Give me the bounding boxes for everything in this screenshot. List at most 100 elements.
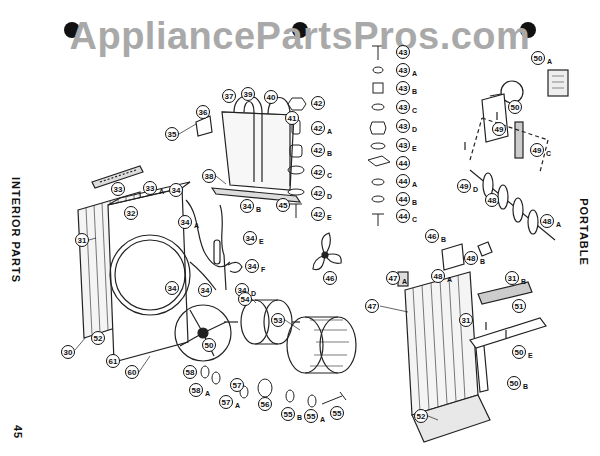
callout-suffix: B (412, 88, 417, 96)
callout-number: 55 (330, 406, 344, 420)
callout-suffix: A (194, 222, 199, 230)
callout-suffix: E (528, 352, 533, 360)
callout-suffix: B (523, 383, 528, 391)
callout-suffix: C (412, 216, 417, 224)
callout-number: 50 (531, 51, 545, 65)
callout-number: 31 (505, 271, 519, 285)
callout-suffix: F (261, 266, 265, 274)
page-number: 45 (12, 425, 24, 439)
callout-number: 36 (196, 105, 210, 119)
callout-number: 43 (396, 138, 410, 152)
callout-suffix: A (402, 278, 407, 286)
callout-number: 50 (508, 100, 522, 114)
callout-number: 51 (512, 299, 526, 313)
callout-number: 50 (512, 345, 526, 359)
callout-number: 34 (245, 259, 259, 273)
callout-number: 43 (396, 119, 410, 133)
callout-number: 52 (414, 409, 428, 423)
callout-number: 34 (165, 281, 179, 295)
callout-number: 53 (271, 313, 285, 327)
callout-suffix: B (412, 199, 417, 207)
callout-number: 54 (238, 292, 252, 306)
callout-number: 46 (425, 229, 439, 243)
callout-number: 44 (396, 156, 410, 170)
callout-number: 50 (202, 338, 216, 352)
callout-number: 39 (241, 87, 255, 101)
callout-number: 48 (464, 251, 478, 265)
callout-number: 46 (323, 271, 337, 285)
watermark: AppliancePartsPros.com (70, 15, 531, 58)
callout-suffix: A (547, 58, 552, 66)
callout-suffix: A (447, 276, 452, 284)
callout-suffix: A (235, 402, 240, 410)
callout-number: 43 (396, 45, 410, 59)
callout-suffix: A (556, 221, 561, 229)
callout-suffix: E (412, 145, 417, 153)
callout-suffix: A (159, 188, 164, 196)
callout-number: 61 (106, 354, 120, 368)
callout-number: 48 (431, 269, 445, 283)
callout-number: 38 (202, 169, 216, 183)
callout-number: 44 (396, 192, 410, 206)
callout-number: 40 (264, 90, 278, 104)
callout-number: 30 (61, 345, 75, 359)
callout-suffix: C (546, 150, 551, 158)
callout-number: 50 (507, 376, 521, 390)
callout-number: 42 (311, 165, 325, 179)
callout-number: 56 (258, 397, 272, 411)
callout-suffix: B (441, 236, 446, 244)
callout-number: 55 (304, 409, 318, 423)
callout-suffix: C (412, 107, 417, 115)
callout-suffix: D (412, 126, 417, 134)
callout-number: 44 (396, 209, 410, 223)
callout-number: 32 (124, 206, 138, 220)
callout-number: 47 (365, 299, 379, 313)
callout-number: 42 (311, 121, 325, 135)
callout-number: 42 (311, 186, 325, 200)
callout-number: 42 (311, 96, 325, 110)
callout-suffix: B (480, 258, 485, 266)
callout-number: 44 (396, 174, 410, 188)
callout-number: 31 (459, 313, 473, 327)
callout-suffix: B (327, 150, 332, 158)
callout-number: 43 (396, 100, 410, 114)
callout-number: 45 (276, 198, 290, 212)
callout-number: 48 (540, 214, 554, 228)
callout-number: 37 (222, 89, 236, 103)
callout-number: 58 (189, 383, 203, 397)
callout-number: 34 (178, 215, 192, 229)
callout-number: 34 (198, 283, 212, 297)
callout-number: 43 (396, 81, 410, 95)
callout-suffix: A (327, 128, 332, 136)
callout-number: 57 (230, 378, 244, 392)
callout-number: 34 (243, 231, 257, 245)
callout-number: 31 (75, 233, 89, 247)
callout-number: 42 (311, 207, 325, 221)
callout-suffix: A (412, 181, 417, 189)
callout-number: 34 (169, 183, 183, 197)
callout-number: 33 (143, 181, 157, 195)
callout-suffix: D (473, 186, 478, 194)
callout-number: 48 (485, 193, 499, 207)
callout-number: 47 (386, 271, 400, 285)
callout-number: 49 (457, 179, 471, 193)
callout-suffix: C (327, 172, 332, 180)
callout-suffix: A (320, 416, 325, 424)
callout-suffix: E (259, 238, 264, 246)
callout-number: 49 (492, 122, 506, 136)
callout-number: 33 (111, 182, 125, 196)
callout-number: 60 (125, 365, 139, 379)
callout-number: 58 (183, 365, 197, 379)
callout-suffix: A (412, 70, 417, 78)
callout-number: 57 (219, 395, 233, 409)
callout-number: 52 (91, 331, 105, 345)
callout-number: 42 (311, 143, 325, 157)
callout-suffix: D (327, 193, 332, 201)
callout-number: 43 (396, 63, 410, 77)
section-heading: PORTABLE (578, 198, 590, 266)
callout-suffix: B (521, 278, 526, 286)
callout-number: 49 (530, 143, 544, 157)
section-heading: INTERIOR PARTS (10, 177, 22, 283)
callout-suffix: A (205, 390, 210, 398)
